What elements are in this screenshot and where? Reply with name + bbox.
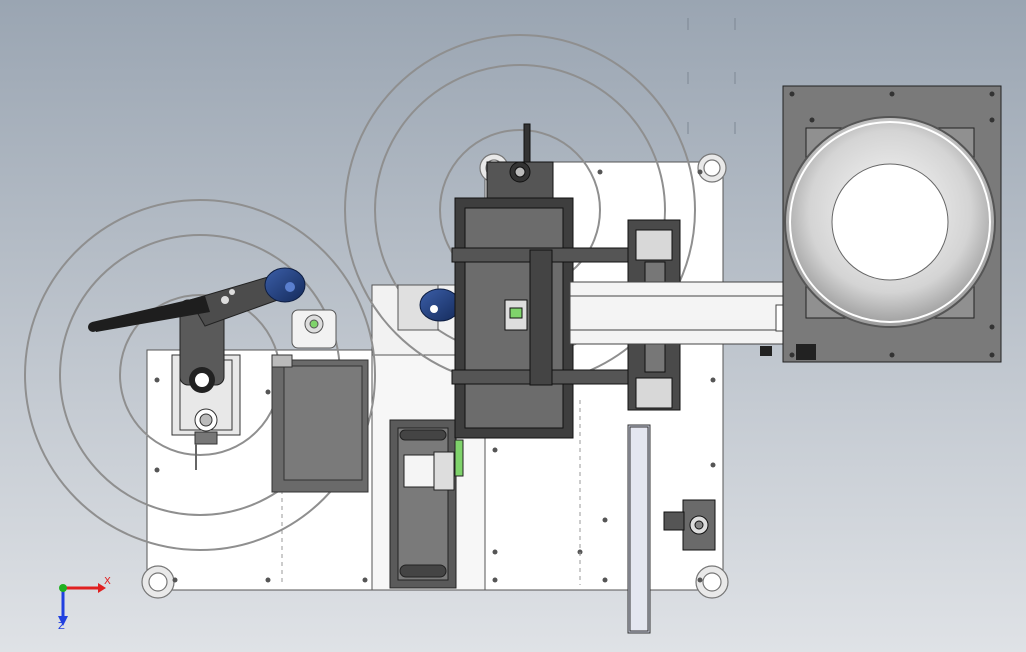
parts-tray xyxy=(271,354,369,493)
gantry-motor xyxy=(486,123,554,199)
triad-z-label: Z xyxy=(58,621,65,632)
linear-feeder xyxy=(569,281,837,345)
leveling-feet xyxy=(141,153,729,599)
triad-x-label: X xyxy=(104,576,111,587)
robot-arm-right xyxy=(397,284,461,331)
coordinate-triad xyxy=(58,583,106,626)
sensor-bracket xyxy=(663,499,716,551)
vibratory-bowl-feeder xyxy=(760,85,1002,363)
gantry-tray xyxy=(451,197,633,439)
robot-arm-left xyxy=(88,267,306,393)
plate-seams xyxy=(281,400,581,585)
conveyor-belt xyxy=(389,419,464,589)
guide-rail xyxy=(627,424,651,634)
reference-marks xyxy=(687,18,736,134)
bearing-block xyxy=(291,309,337,349)
